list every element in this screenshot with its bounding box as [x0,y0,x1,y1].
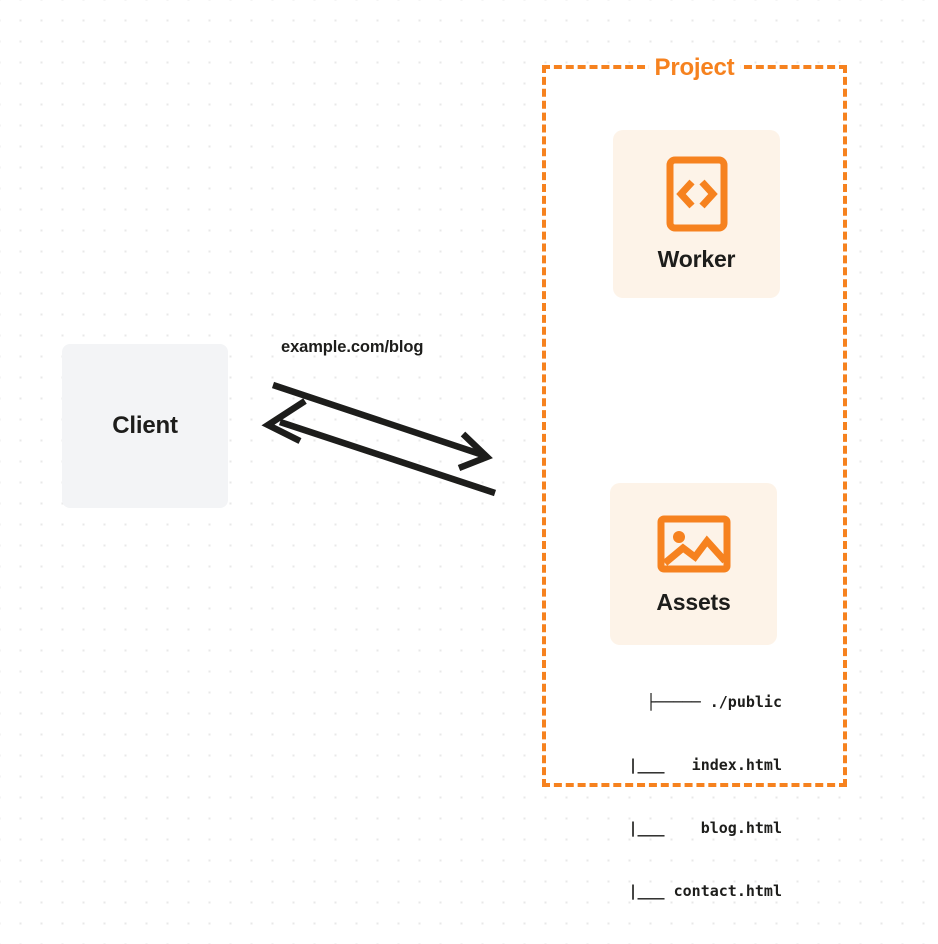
response-arrow [261,398,497,497]
image-icon [657,513,731,575]
connection-label: example.com/blog [281,338,424,356]
code-brackets-icon [666,156,728,232]
project-title: Project [648,54,741,82]
request-arrow [271,381,493,472]
worker-label: Worker [657,245,736,272]
diagram-canvas: Client example.com/blog Project Worker [62,54,847,900]
file-tree-line: |___ index.html [601,756,782,774]
client-node[interactable]: Client [62,344,228,508]
file-tree-line: |___ contact.html [601,882,782,900]
file-tree-line: ├───── ./public [646,693,782,711]
client-label: Client [112,412,178,439]
assets-file-tree: ├───── ./public |___ index.html |___ blo… [588,650,782,944]
worker-card[interactable]: Worker [613,130,780,298]
assets-label: Assets [656,588,731,615]
file-tree-line: |___ blog.html [601,819,782,837]
assets-card[interactable]: Assets [610,483,777,645]
